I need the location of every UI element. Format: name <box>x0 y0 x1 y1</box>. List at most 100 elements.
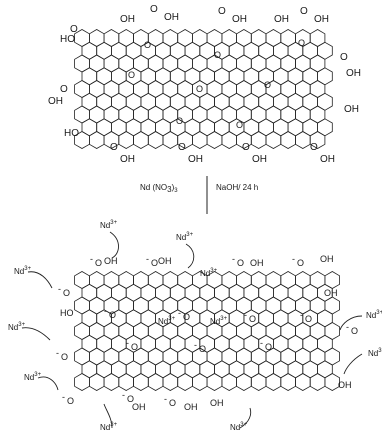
lattice-hexagon <box>250 373 267 391</box>
anion-charge: - <box>56 348 59 358</box>
hydroxyl-group: OH <box>184 402 198 412</box>
lattice-hexagon <box>221 131 238 149</box>
lattice-hexagon <box>265 131 282 149</box>
carboxyl-hydroxyl: OH <box>346 68 361 79</box>
nd-ion-label: Nd3+ <box>368 348 382 358</box>
nd-ion-label: Nd3+ <box>100 220 118 230</box>
anion-charge: - <box>122 390 125 400</box>
epoxide-oxygen: O <box>298 38 305 48</box>
oxide-oxygen: O <box>61 352 68 362</box>
oxide-oxygen: O <box>95 258 102 268</box>
carbonyl-oxygen: O <box>110 142 118 153</box>
lattice-hexagon <box>295 373 311 391</box>
carbonyl-oxygen: O <box>340 52 348 63</box>
lattice-hexagon <box>191 373 208 391</box>
lattice-hexagon <box>103 373 120 391</box>
coordination-arrow <box>37 376 59 391</box>
oxide-oxygen: O <box>249 314 256 324</box>
oxide-oxygen: O <box>183 312 190 322</box>
carbonyl-oxygen: O <box>242 142 250 153</box>
lattice-hexagon <box>265 373 282 391</box>
anion-charge: - <box>164 394 167 404</box>
epoxide-oxygen: O <box>144 40 151 50</box>
carbonyl-oxygen: O <box>300 6 308 17</box>
coordination-arrow <box>103 403 113 429</box>
carbonyl-oxygen: O <box>310 142 318 153</box>
carboxyl-hydroxyl: OH <box>48 96 63 107</box>
oxide-oxygen: O <box>67 396 74 406</box>
reaction-conditions: Nd (NO3)3 NaOH/ 24 h <box>140 176 258 214</box>
anion-charge: - <box>146 254 149 264</box>
carbonyl-oxygen: O <box>150 4 158 15</box>
lattice-hexagon <box>206 373 223 391</box>
carboxyl-hydroxyl: OH <box>252 154 267 165</box>
epoxide-oxygen: O <box>176 116 183 126</box>
carboxyl-hydroxyl: OH <box>232 14 247 25</box>
nd-ion-label: Nd3+ <box>14 266 32 276</box>
coordination-arrow <box>343 353 363 375</box>
coordination-arrow <box>27 271 53 289</box>
carbonyl-oxygen: O <box>178 142 186 153</box>
lattice-hexagon <box>118 131 134 149</box>
hydroxyl-group: OH <box>104 256 118 266</box>
lattice-hexagon <box>89 373 105 391</box>
epoxide-oxygen: O <box>196 84 203 94</box>
lattice-hexagon <box>309 373 326 391</box>
anion-charge: - <box>300 310 303 320</box>
epoxide-oxygen: O <box>128 70 135 80</box>
lattice-hexagon <box>206 131 223 149</box>
epoxide-oxygen: O <box>214 50 221 60</box>
hydroxyl-group: OH <box>250 258 264 268</box>
hydroxyl-group: OH <box>324 288 338 298</box>
lattice-hexagon <box>118 373 134 391</box>
anion-charge: - <box>62 392 65 402</box>
lattice-hexagon <box>147 131 164 149</box>
hydroxyl-group: OH <box>132 402 146 412</box>
anion-charge: - <box>58 284 61 294</box>
carbonyl-oxygen: O <box>218 6 226 17</box>
lattice-hexagon <box>162 131 179 149</box>
anion-charge: - <box>260 338 263 348</box>
nd-ion-label: Nd3+ <box>366 310 382 320</box>
anion-charge: - <box>90 254 93 264</box>
hydroxyl-group: OH <box>158 256 172 266</box>
oxide-oxygen: O <box>63 288 70 298</box>
lattice-hexagon <box>221 373 238 391</box>
nd-ion-label: Nd3+ <box>230 422 248 432</box>
lattice-hexagon <box>133 373 149 391</box>
lattice-hexagon <box>191 131 208 149</box>
hydroxyl-group: HO <box>60 308 74 318</box>
carbonyl-oxygen: O <box>60 84 68 95</box>
anion-charge: - <box>126 338 129 348</box>
nd-graphene-oxide-complex: Nd3+Nd3+Nd3+Nd3+Nd3+Nd3+Nd3+Nd3+Nd3+Nd3+… <box>8 220 382 432</box>
lattice-hexagon <box>162 373 179 391</box>
carboxyl-hydroxyl: OH <box>188 154 203 165</box>
anion-charge: - <box>178 308 181 318</box>
carbonyl-oxygen: O <box>70 24 78 35</box>
hydroxyl-group: OH <box>210 398 224 408</box>
oxide-oxygen: O <box>305 314 312 324</box>
coordination-arrows <box>21 231 363 429</box>
oxide-oxygen: O <box>199 344 206 354</box>
hydroxyl-group: OH <box>320 254 334 264</box>
coordination-arrow <box>185 243 195 269</box>
lattice-hexagon <box>280 373 296 391</box>
epoxide-oxygen: O <box>264 80 271 90</box>
lattice-hexagon <box>236 373 252 391</box>
lattice-hexagon <box>177 373 193 391</box>
anion-charge: - <box>346 322 349 332</box>
oxide-oxygen: O <box>127 394 134 404</box>
carboxyl-hydroxyl: OH <box>164 12 179 23</box>
oxide-oxygen: O <box>169 398 176 408</box>
hydroxyl-group: OH <box>274 14 289 25</box>
coordination-arrow <box>109 231 119 259</box>
reagent-label: Nd (NO3)3 <box>140 183 178 194</box>
carboxyl-hydroxyl: OH <box>120 154 135 165</box>
lattice-hexagon <box>309 131 326 149</box>
lattice-hexagon <box>89 131 105 149</box>
hydroxyl-group: OH <box>338 380 352 390</box>
epoxide-oxygen: O <box>236 120 243 130</box>
